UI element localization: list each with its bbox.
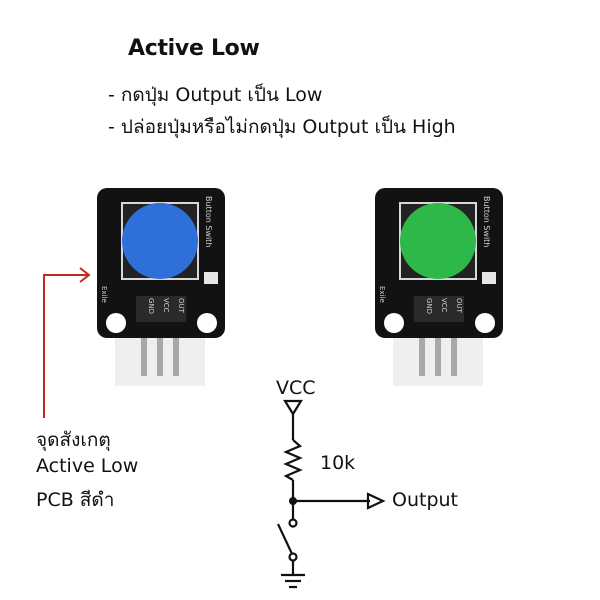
pin-label: GND [425, 298, 433, 314]
circuit-diagram [277, 399, 386, 589]
note-active-low: Active Low [36, 455, 139, 477]
pin-label: OUT [177, 298, 185, 314]
output-arrow [366, 492, 386, 510]
pin-label: GND [147, 298, 155, 314]
module-label: Button Swith [204, 196, 213, 247]
switch-symbol [277, 523, 294, 557]
pointer-arrow [43, 267, 91, 418]
note-black-pcb: PCB สีดำ [36, 489, 115, 511]
bullet-release-high: - ปล่อยปุ่มหรือไม่กดปุ่ม Output เป็น Hig… [108, 116, 456, 138]
bullet-press-low: - กดปุ่ม Output เป็น Low [108, 84, 323, 106]
resistor-label: 10k [320, 452, 356, 474]
module-label: Button Swith [482, 196, 491, 247]
mount-hole [197, 313, 217, 333]
mount-hole [106, 313, 126, 333]
board-marking: Exile [100, 286, 108, 303]
button-cap [122, 203, 198, 279]
pin-label: VCC [162, 298, 170, 313]
vcc-symbol [283, 399, 303, 417]
button-module-green: GND VCC OUT Button Swith Exile [375, 188, 503, 386]
mount-hole [475, 313, 495, 333]
button-module-blue: GND VCC OUT Button Swith Exile [97, 188, 225, 386]
vcc-label: VCC [276, 377, 316, 399]
resistor-symbol [283, 439, 303, 481]
pin-label: VCC [440, 298, 448, 313]
mount-hole [384, 313, 404, 333]
pin-label: OUT [455, 298, 463, 314]
junction-dot [289, 497, 297, 505]
output-label: Output [392, 489, 458, 511]
page-title: Active Low [128, 36, 260, 61]
note-observation: จุดสังเกตุ [36, 429, 111, 451]
button-cap [400, 203, 476, 279]
board-marking: Exile [378, 286, 386, 303]
